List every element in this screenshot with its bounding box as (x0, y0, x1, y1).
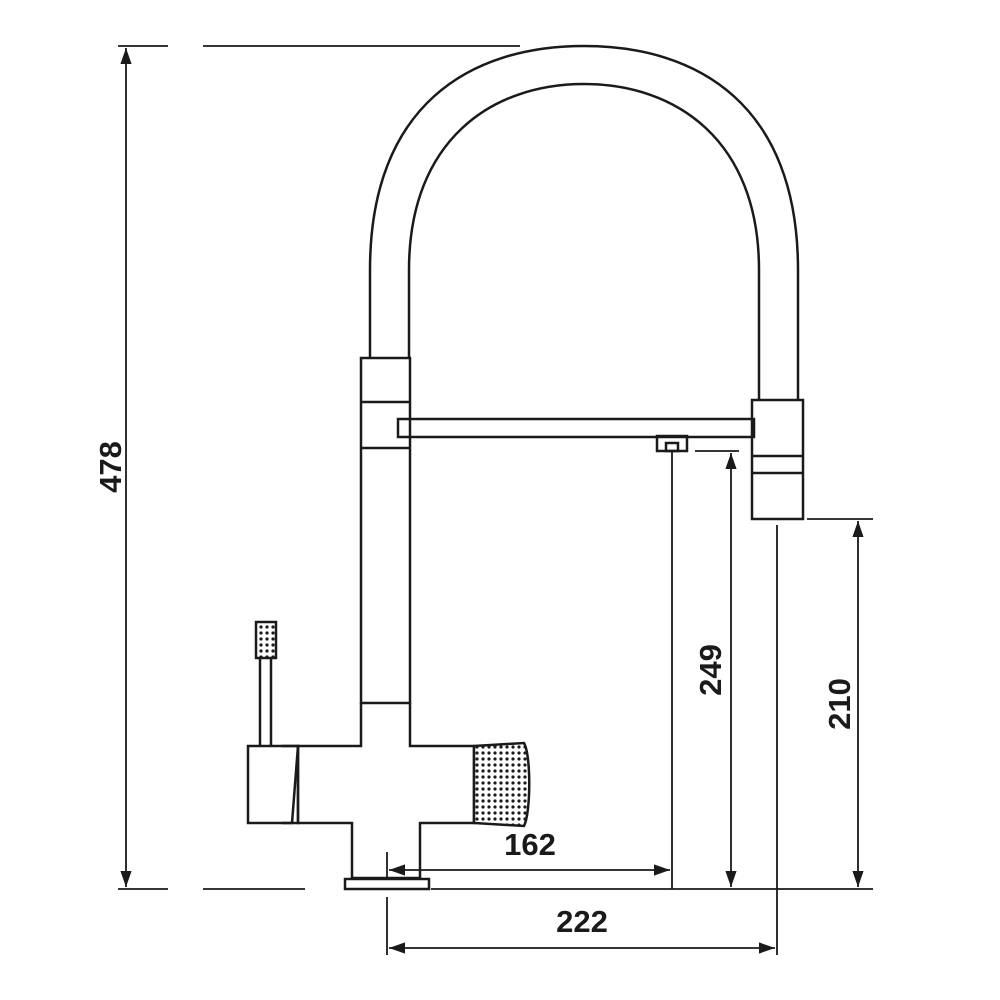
spout-column (359, 356, 412, 705)
dim-label-overall-height: 478 (93, 441, 128, 493)
extension-lines (118, 45, 873, 955)
dim-label-spray-head-height: 210 (822, 678, 857, 730)
lever-housing (246, 744, 300, 825)
dim-label-spray-head-reach: 222 (556, 904, 608, 939)
faucet-outline (246, 44, 805, 891)
gooseneck-outer (368, 44, 800, 400)
base-plate (343, 877, 431, 891)
knurled-handle (472, 741, 531, 828)
spray-head (750, 398, 805, 521)
dim-label-spout-reach: 162 (504, 827, 556, 862)
lever-knob (254, 620, 278, 660)
gooseneck-inner (407, 82, 761, 400)
dim-label-outlet-height: 249 (693, 644, 728, 696)
mixer-body (296, 703, 476, 880)
spout-outlet-tip (664, 441, 680, 453)
spout-arm (396, 417, 756, 439)
lever-housing-side (282, 744, 300, 825)
dimension-lines (120, 48, 864, 954)
